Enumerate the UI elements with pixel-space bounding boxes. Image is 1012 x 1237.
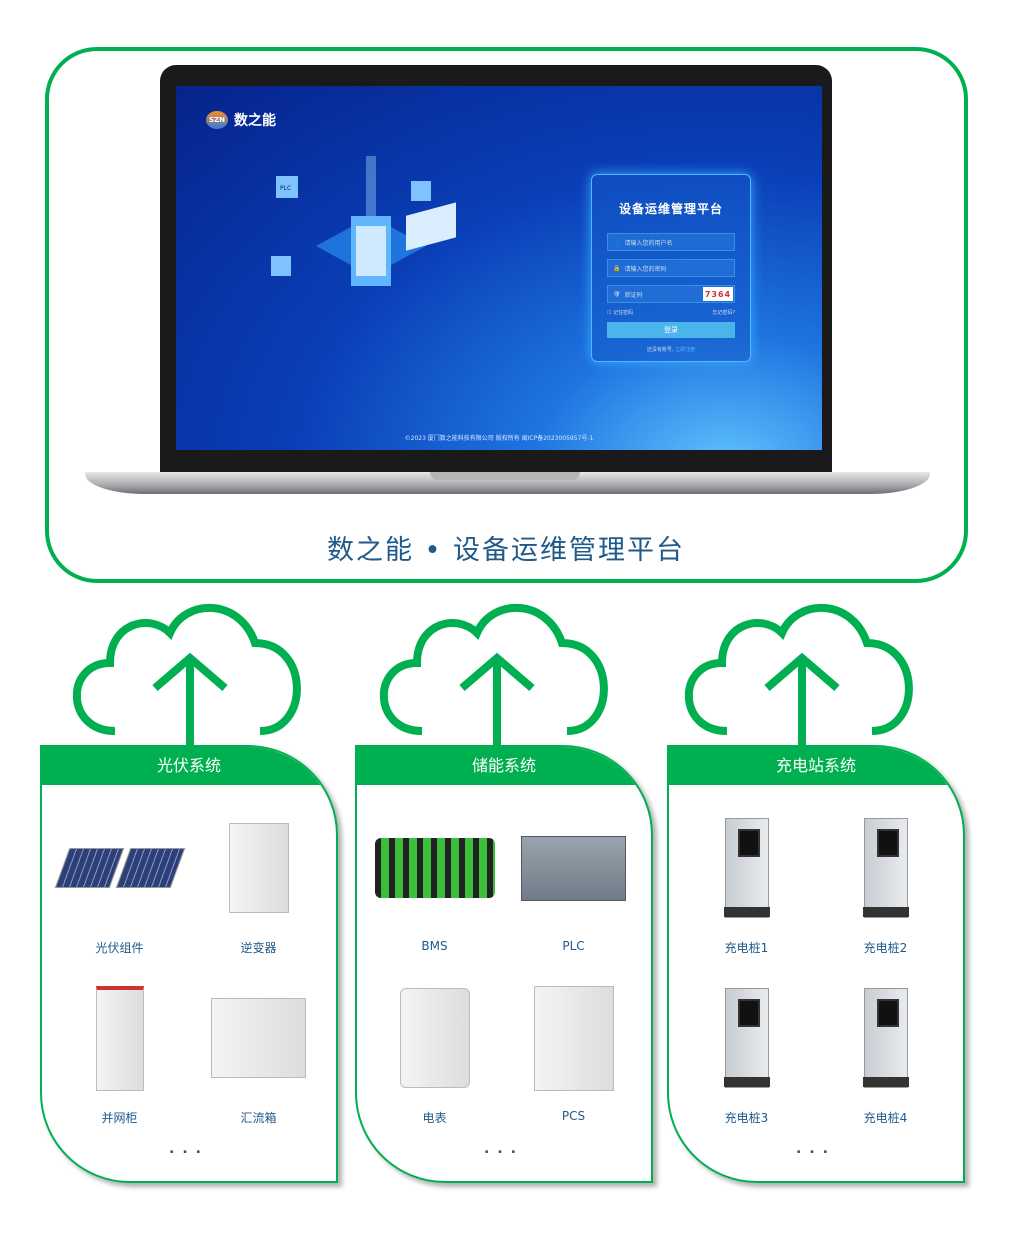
device-label: PLC [562,939,585,953]
forgot-password-link[interactable]: 忘记密码? [712,310,735,316]
storage-system-card: 储能系统 BMS PLC 电表 PCS ... [355,745,653,1183]
cloud-upload-icons [0,595,1012,745]
device-label: 电表 [422,1111,447,1125]
pcs-image [511,983,636,1093]
device-label: BMS [421,939,448,953]
password-input[interactable]: 🔒请输入您的密码 [607,259,735,277]
lock-icon: 🔒 [613,264,621,272]
combiner-box-image [196,983,321,1093]
captcha-image[interactable]: 7364 [703,287,733,301]
grid-cabinet-image [57,983,182,1093]
charging-system-card: 充电站系统 充电桩1 充电桩2 充电桩3 充电桩4 ... [667,745,965,1183]
isometric-illustration: PLC [271,156,456,286]
username-input[interactable]: 👤请输入您的用户名 [607,233,735,251]
device-item[interactable]: 逆变器 [189,813,328,983]
meter-image [372,983,497,1093]
cloud-upload-icon [384,608,604,745]
logo-mark: SZN [206,111,228,129]
device-label: PCS [561,1109,586,1123]
device-label: 充电桩4 [863,1111,908,1125]
laptop-screen: SZN 数之能 PLC 设备运维管理平台 👤请输入您的用户名 🔒请输入您的密码 🛡… [176,86,822,450]
device-item[interactable]: 汇流箱 [189,983,328,1153]
more-indicator: ... [169,1141,209,1157]
device-label: 充电桩3 [724,1111,769,1125]
laptop-notch [430,472,580,480]
cloud-upload-icon [689,608,909,745]
remember-checkbox[interactable]: ☐ 记住密码 [607,310,634,316]
device-item[interactable]: 充电桩4 [816,983,955,1153]
charger-image [823,813,948,923]
device-label: 并网柜 [101,1111,138,1125]
device-item[interactable]: 充电桩1 [677,813,816,983]
device-label: 逆变器 [240,941,277,955]
brand-name: 数之能 [234,113,276,129]
card-title: 储能系统 [357,747,651,785]
device-label: 充电桩1 [724,941,769,955]
device-item[interactable]: PCS [504,983,643,1153]
device-item[interactable]: BMS [365,813,504,983]
card-title: 充电站系统 [669,747,963,785]
card-title: 光伏系统 [42,747,336,785]
login-button[interactable]: 登录 [607,322,735,338]
platform-frame [45,47,968,583]
inverter-image [196,813,321,923]
copyright-footer: ©2023 厦门数之能科技有限公司 版权所有 闽ICP备2023005957号-… [404,435,594,442]
solar-panel-image [54,813,185,923]
plc-label: PLC [280,185,291,192]
no-account-text: 还没有账号, [646,347,674,353]
pv-system-card: 光伏系统 光伏组件 逆变器 并网柜 汇流箱 ... [40,745,338,1183]
device-item[interactable]: PLC [504,813,643,983]
more-indicator: ... [484,1141,524,1157]
device-label: 汇流箱 [240,1111,277,1125]
charger-image [823,983,948,1093]
user-icon: 👤 [613,238,621,246]
charger-image [684,813,809,923]
device-item[interactable]: 电表 [365,983,504,1153]
bms-image [372,813,497,923]
more-indicator: ... [796,1141,836,1157]
shield-icon: 🛡 [613,290,621,298]
device-item[interactable]: 充电桩2 [816,813,955,983]
device-label: 充电桩2 [863,941,908,955]
login-title: 设备运维管理平台 [618,202,723,216]
charger-image [684,983,809,1093]
laptop-base [85,472,930,494]
register-link[interactable]: 立即注册 [675,347,696,353]
device-item[interactable]: 光伏组件 [50,813,189,983]
platform-title: 数之能 • 设备运维管理平台 [326,535,686,566]
plc-image [511,813,636,923]
cloud-upload-icon [77,608,297,745]
device-label: 光伏组件 [95,941,144,955]
device-item[interactable]: 充电桩3 [677,983,816,1153]
brand-logo: SZN 数之能 [206,110,276,130]
device-item[interactable]: 并网柜 [50,983,189,1153]
